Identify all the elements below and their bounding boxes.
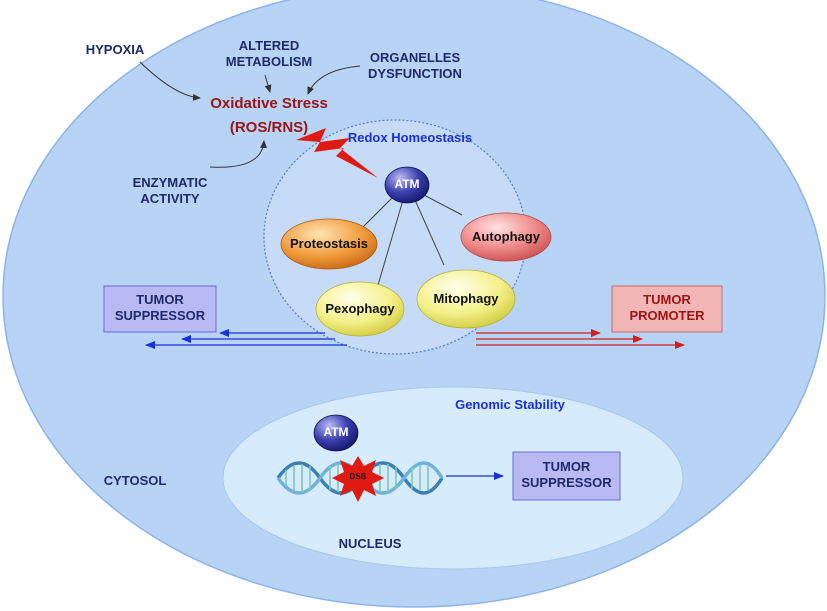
dsb-label: DSB: [349, 472, 367, 481]
cytosol-label: CYTOSOL: [103, 473, 167, 488]
pexophagy-label: Pexophagy: [325, 301, 395, 316]
nucleus-label: NUCLEUS: [338, 536, 402, 551]
proteostasis-node: [280, 218, 378, 270]
altered-metabolism-label: ALTERED METABOLISM: [225, 38, 313, 70]
lightning-bolt-icon: [296, 128, 378, 178]
arrow-organelles-to-stress: [307, 65, 361, 95]
connector-atm-autophagy: [423, 194, 463, 216]
connector-atm-proteostasis: [359, 197, 393, 231]
atm-node-redox: [384, 166, 430, 204]
redox-homeostasis-title: Redox Homeostasis: [347, 130, 473, 145]
mitophagy-node: [416, 269, 516, 329]
tumor-suppressor-box-nucleus: [512, 451, 621, 501]
proteostasis-label: Proteostasis: [289, 236, 369, 251]
tumor-suppressor-left-label: TUMOR SUPPRESSOR: [114, 292, 206, 324]
autophagy-node: [460, 212, 552, 262]
dsb-burst-icon: [332, 456, 384, 502]
atm-node-nucleus: [313, 414, 359, 452]
pexophagy-node: [315, 281, 405, 337]
atm-label-nucleus: ATM: [323, 425, 349, 439]
organelles-dysfunction-label: ORGANELLES DYSFUNCTION: [368, 50, 462, 82]
tumor-promoter-box: [611, 285, 723, 333]
genomic-stability-title: Genomic Stability: [455, 397, 565, 412]
arrow-enzymatic-to-stress: [209, 140, 268, 168]
oxidative-stress-label: Oxidative Stress: [210, 95, 328, 112]
hypoxia-label: HYPOXIA: [85, 42, 145, 57]
arrow-metabolism-to-stress: [264, 74, 272, 93]
arrow-hypoxia-to-stress: [139, 61, 201, 101]
ros-rns-label: (ROS/RNS): [229, 119, 309, 136]
tumor-suppressor-nucleus-label: TUMOR SUPPRESSOR: [521, 459, 612, 491]
tumor-promoter-label: TUMOR PROMOTER: [629, 292, 705, 324]
connector-atm-mitophagy: [414, 199, 445, 266]
enzymatic-activity-label: ENZYMATIC ACTIVITY: [132, 175, 208, 207]
autophagy-label: Autophagy: [472, 229, 540, 244]
atm-label-redox: ATM: [394, 177, 420, 191]
connector-atm-pexophagy: [377, 199, 404, 286]
tumor-suppressor-box-left: [103, 285, 217, 333]
mitophagy-label: Mitophagy: [433, 291, 499, 306]
